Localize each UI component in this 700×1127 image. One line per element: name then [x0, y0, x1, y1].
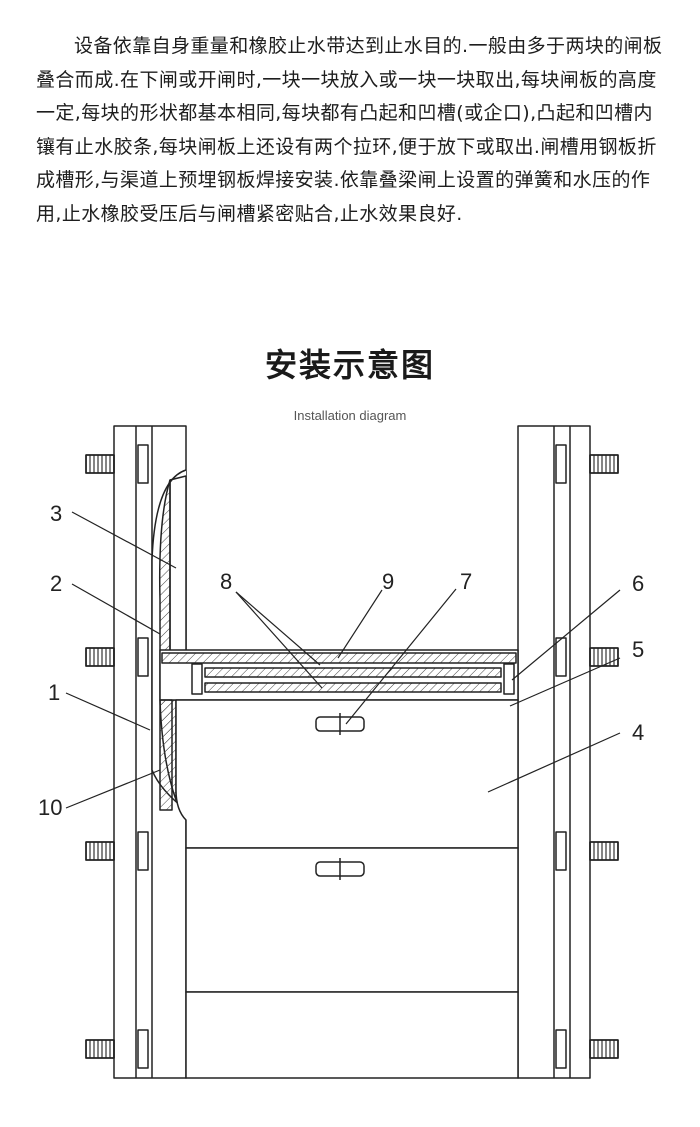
- description-paragraph: 设备依靠自身重量和橡胶止水带达到止水目的.一般由多于两块的闸板叠合而成.在下闸或…: [36, 35, 663, 225]
- diagram-subtitle: Installation diagram: [293, 408, 407, 423]
- callout-7: 7: [460, 569, 472, 594]
- callout-5: 5: [632, 637, 644, 662]
- leader-lines: [65, 511, 621, 809]
- gate-panel-1: [175, 699, 519, 849]
- left-anchor-bolts: [85, 444, 149, 1069]
- right-groove-frame: [517, 425, 591, 1079]
- callout-2: 2: [50, 571, 62, 596]
- callout-10: 10: [38, 795, 62, 820]
- right-anchor-bolts: [555, 444, 619, 1069]
- callout-6: 6: [632, 571, 644, 596]
- diagram-title: 安装示意图: [264, 346, 435, 384]
- callout-3: 3: [50, 501, 62, 526]
- callout-8: 8: [220, 569, 232, 594]
- top-gate-panel: [159, 649, 519, 811]
- gate-panel-3: [185, 991, 519, 1079]
- callout-1: 1: [48, 680, 60, 705]
- callout-9: 9: [382, 569, 394, 594]
- gate-panel-2: [185, 847, 519, 993]
- callout-4: 4: [632, 720, 644, 745]
